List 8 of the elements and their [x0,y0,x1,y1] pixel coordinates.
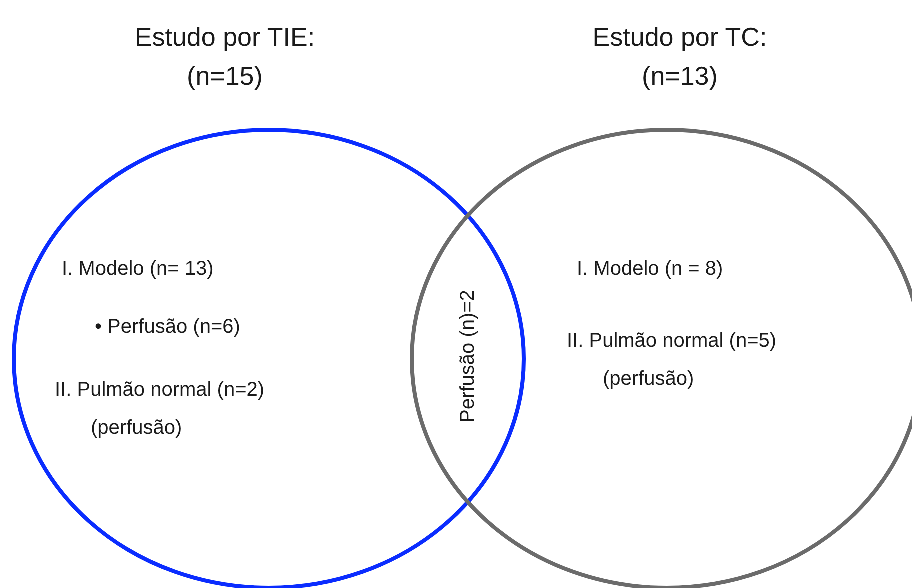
list-item: I. Modelo (n = 8) [577,257,724,282]
circle-heading: Estudo por TC: (n=13) [592,21,768,93]
bullet-item: • Perfusão (n=6) [95,315,240,340]
list-item: II. Pulmão normal (n=5) (perfusão) [567,329,778,392]
circle-heading: Estudo por TIE: (n=15) [134,21,316,93]
list-item: I. Modelo (n= 13) [62,257,214,282]
overlap-label: Perfusão (n)=2 [456,290,480,422]
list-item: II. Pulmão normal (n=2) (perfusão) [55,378,266,441]
